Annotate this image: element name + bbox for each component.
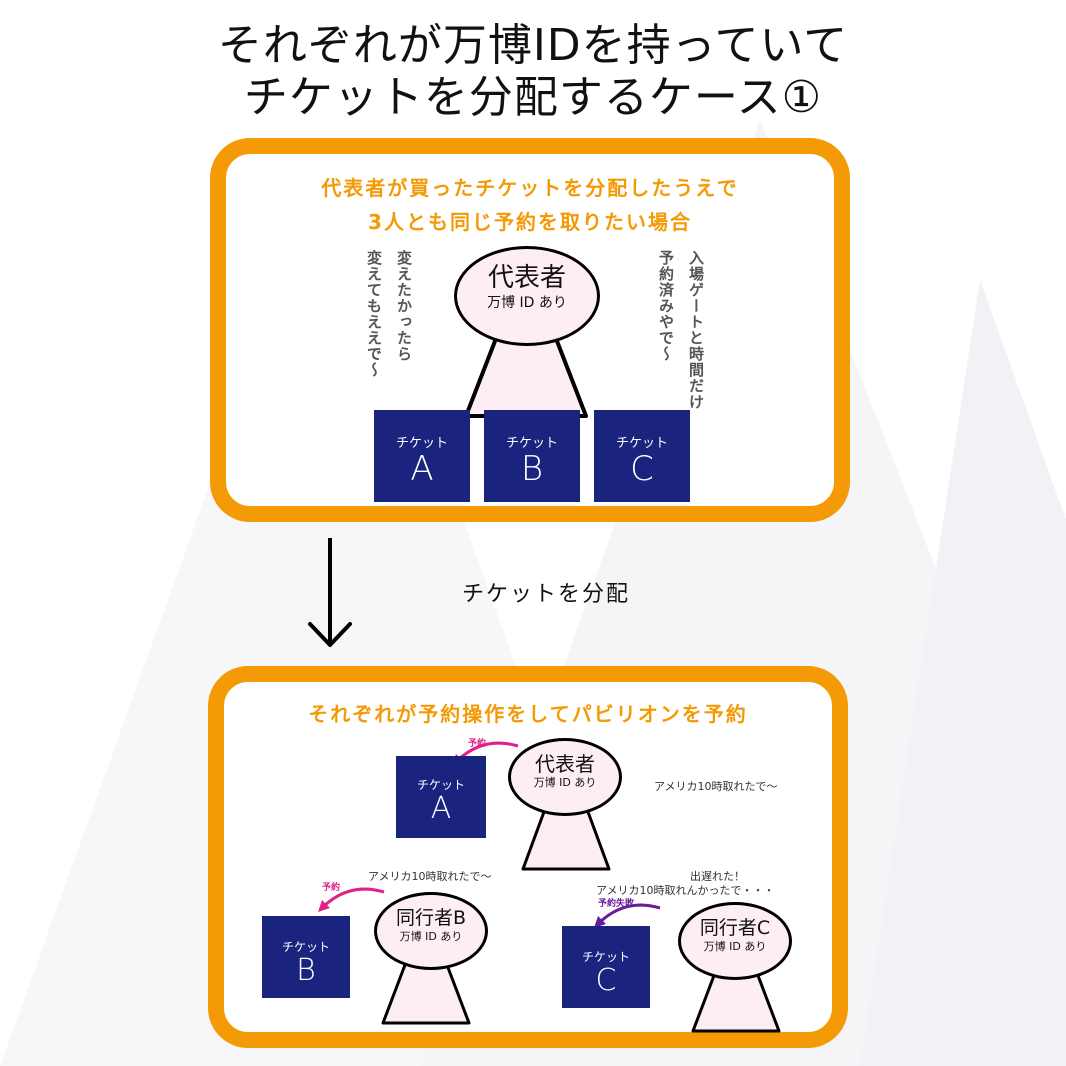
reserve-tag: 予約 (468, 739, 487, 749)
ticket-label: チケット (615, 436, 668, 451)
panel-reservation: それぞれが予約操作をしてパビリオンを予約 予約 アメリカ10時取れたで〜 チケッ… (208, 666, 848, 1048)
arrow-label: チケットを分配 (462, 582, 631, 607)
ticket-letter: A (430, 791, 452, 826)
left-note-b: 変えてもええで〜 (365, 250, 383, 378)
representative-head: 代表者 万博 ID あり (508, 738, 622, 816)
companion-c-id-status: 万博 ID あり (703, 940, 767, 953)
title-line-1: それぞれが万博IDを持っていて (217, 20, 849, 71)
companion-c-name: 同行者C (699, 917, 771, 939)
panel2-heading: それぞれが予約操作をしてパビリオンを予約 (308, 702, 748, 726)
ticket-letter: A (410, 449, 434, 489)
ticket-label: チケット (281, 940, 330, 954)
ticket-a: チケット A (374, 410, 470, 502)
right-note-b: 予約済みやで〜 (657, 250, 675, 362)
ticket-letter: B (296, 953, 316, 988)
companion-c-note-2: アメリカ10時取れんかったで・・・ (596, 884, 775, 897)
ticket-label: チケット (395, 436, 448, 451)
down-arrow-icon (308, 538, 352, 647)
ticket-label: チケット (416, 778, 465, 792)
ticket-letter: C (630, 449, 654, 489)
reserve-failed-tag: 予約失敗 (598, 899, 635, 909)
reserve-failed-arrow-icon (594, 903, 661, 928)
ticket-c: チケット C (562, 926, 650, 1008)
companion-c-head: 同行者C 万博 ID あり (678, 902, 792, 980)
companion-b-name: 同行者B (395, 907, 467, 929)
ticket-b: チケット B (484, 410, 580, 502)
panel1-heading-1: 代表者が買ったチケットを分配したうえで (321, 176, 739, 200)
representative-id-status: 万博 ID あり (533, 776, 597, 789)
companion-b-note: アメリカ10時取れたで〜 (368, 870, 492, 883)
right-note-a: 入場ゲートと時間だけ (687, 250, 705, 410)
ticket-label: チケット (505, 436, 558, 451)
page-title: それぞれが万博IDを持っていて チケットを分配するケース① (0, 20, 1066, 124)
ticket-c: チケット C (594, 410, 690, 502)
companion-b-id-status: 万博 ID あり (399, 930, 463, 943)
representative-head: 代表者 万博 ID あり (454, 246, 600, 346)
ticket-label: チケット (581, 950, 630, 964)
reserve-arrow-icon (318, 887, 385, 912)
representative-id-status: 万博 ID あり (487, 295, 567, 311)
ticket-b: チケット B (262, 916, 350, 998)
panel1-heading-2: 3人とも同じ予約を取りたい場合 (368, 210, 692, 234)
ticket-a: チケット A (396, 756, 486, 838)
ticket-letter: B (520, 449, 544, 489)
companion-b-head: 同行者B 万博 ID あり (374, 892, 488, 970)
companion-c-note-1: 出遅れた！ (690, 870, 745, 883)
panel-distribution: 代表者が買ったチケットを分配したうえで 3人とも同じ予約を取りたい場合 変えたか… (210, 138, 850, 522)
ticket-letter: C (595, 963, 617, 998)
representative-name: 代表者 (535, 752, 595, 776)
title-line-2: チケットを分配するケース① (243, 72, 823, 123)
rep-note: アメリカ10時取れたで〜 (654, 780, 778, 793)
left-note-a: 変えたかったら (395, 250, 413, 362)
representative-name: 代表者 (487, 263, 566, 293)
reserve-tag: 予約 (322, 883, 341, 893)
